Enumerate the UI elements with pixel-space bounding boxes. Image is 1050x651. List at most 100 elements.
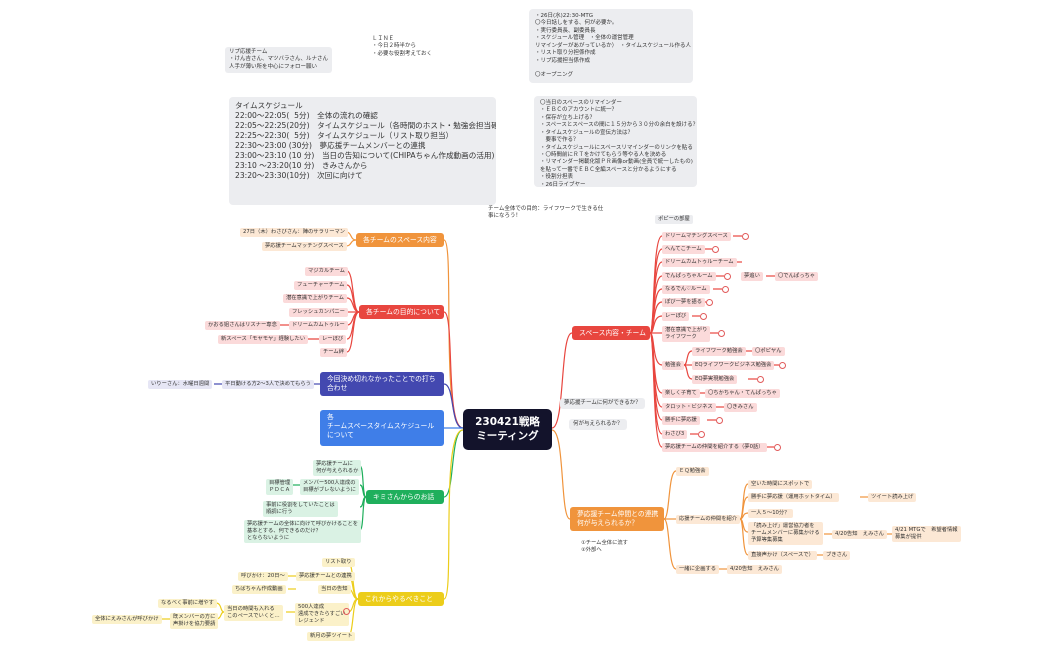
leaf-y-shokai[interactable]: 応援チームの仲間を紹介: [676, 515, 741, 524]
branch-yume[interactable]: 夢応援チーム仲間との連携 何が与えられるか？: [570, 507, 664, 531]
leaf-s-lepobi[interactable]: レーぽび: [662, 312, 690, 321]
leaf-t-yobikake[interactable]: 呼びかけ：20日～: [238, 572, 288, 581]
leaf-s-pobi[interactable]: ぽび一夢を語る: [662, 298, 706, 307]
leaf-y-tweet[interactable]: ツイート読み上げ: [868, 493, 917, 502]
leaf-s-naruden[interactable]: なるでん♡ルーム: [662, 285, 710, 294]
center-topic[interactable]: 230421戦略 ミーティング: [463, 409, 552, 450]
leaf-s-kosodate[interactable]: 楽しく子育て: [662, 389, 700, 398]
connector-unfinished: [443, 383, 464, 429]
note-mtg-plan: ・26日(水)22:30-MTG 〇今日話しをする、何が必要か。 ・実行委員長、…: [529, 9, 693, 83]
circle-marker-icon: [774, 444, 781, 451]
leaf-t-pace[interactable]: 当日の時間も入れる このペースでいくと…: [224, 605, 283, 621]
leaf-y-spot[interactable]: 空いた時間にスポットで: [748, 480, 813, 489]
leaf-s-tarot[interactable]: タロット・ビジネス: [662, 403, 716, 412]
leaf-t-chiba[interactable]: ちばちゃん作成動画: [232, 585, 286, 594]
circle-marker-icon: [706, 299, 713, 306]
circle-marker-icon: [718, 330, 725, 337]
connector-yume: [551, 429, 571, 520]
circle-marker-icon: [700, 313, 707, 320]
leaf-k-yume[interactable]: 夢応援チームに 何が与えられるか: [313, 460, 362, 476]
leaf-s-senzai[interactable]: 潜在意識で上がり ライフワーク: [662, 326, 711, 342]
leaf-s-dream-matching[interactable]: ドリームマチングスペース: [662, 232, 731, 241]
leaf-s-wasabi[interactable]: わさび3: [662, 430, 688, 439]
circle-marker-icon: [722, 286, 729, 293]
leaf-s-henteko[interactable]: へんてこチーム: [662, 245, 705, 254]
leaf-s-denpa[interactable]: でんぱっちゃルーム: [662, 272, 716, 281]
leaf-p-fresh[interactable]: フレッシュカンパニー: [289, 308, 348, 317]
leaf-y-direct[interactable]: 直接声かけ（スペースで）: [748, 551, 817, 560]
leaf-y-kikaku[interactable]: 一緒に企画する: [676, 565, 720, 574]
connector-todo: [443, 429, 464, 600]
leaf-p-magical[interactable]: マジカルチーム: [305, 267, 348, 276]
branch-todo[interactable]: これからやるべきこと: [358, 592, 444, 606]
leaf-s-popiyan[interactable]: 〇ポピヤん: [752, 347, 785, 356]
leaf-y-minutes[interactable]: 一人５～10分？: [748, 509, 793, 518]
leaf-s-eq-yume[interactable]: EQ夢実現勉強会: [692, 375, 738, 384]
leaf-y-mtg[interactable]: 4/21 MTGで 希望者情報 募集が提供: [892, 526, 961, 542]
leaf-s-shokai[interactable]: 夢応援チームの仲間を紹介する（夢0話）: [662, 443, 767, 452]
leaf-y-buki[interactable]: ブきさん: [823, 551, 851, 560]
note-reminder: 〇当日のスペースのリマインダー ・ＥＢＣのアカウントに統一？ ・保存が立ち上げる…: [534, 96, 697, 187]
leaf-k-role[interactable]: 事前に役割をしていたことは 順調に行う: [263, 501, 338, 517]
leaf-t-shingetsu[interactable]: 新月の夢ツイート: [307, 632, 356, 641]
leaf-t-kokuchi[interactable]: 当日の告知: [318, 585, 351, 594]
circle-marker-icon: [724, 273, 731, 280]
leaf-y-yomiage[interactable]: 「読み上げ」運営協力者を チームメンバーに募集かける 予算等集募集: [748, 522, 823, 545]
leaf-s-eq-business[interactable]: EQライフワークビジネス勉強会: [692, 361, 775, 370]
branch-space-content[interactable]: 各チームのスペース内容: [356, 233, 444, 247]
leaf-s-benkyo[interactable]: 勉強会: [662, 361, 684, 370]
leaf-p-senzai[interactable]: 潜在意識で上がりチーム: [283, 294, 348, 303]
leaf-k-pdca[interactable]: 目標管理 ＰＤＣＡ: [266, 479, 294, 495]
leaf-sc-matching[interactable]: 夢応援チームマッチングスペース: [262, 242, 347, 251]
leaf-y-kokuchi[interactable]: 4/20告知 えみさん: [832, 530, 887, 539]
leaf-y-flow[interactable]: ①チーム全体に流す ②外部へ: [578, 539, 631, 555]
circle-marker-icon: [712, 246, 719, 253]
leaf-u-iri[interactable]: いりーさん：水曜日週間: [148, 380, 213, 389]
note-team-purpose: チーム全体での目的：ライフワークで生きる仕 事になろう！: [488, 206, 604, 220]
branch-schedule[interactable]: 各 チームスペースタイムスケジュール について: [320, 410, 444, 446]
leaf-sc-wasabi[interactable]: 27日（木）わさびさん：陣のサラリーマン: [240, 228, 349, 237]
leaf-t-list[interactable]: リスト取り: [322, 558, 355, 567]
leaf-p-kizuna[interactable]: チーム絆: [320, 348, 348, 357]
circle-marker-icon: [779, 362, 786, 369]
leaf-u-weekday[interactable]: 平日動ける方2～3人で決めてもらう: [222, 380, 314, 389]
leaf-s-lifework[interactable]: ライフワーク勉強会: [692, 347, 746, 356]
leaf-s-poppy[interactable]: ポピーの部屋: [655, 215, 693, 224]
leaf-p-moyamoya[interactable]: 新スペース「モヤモヤ」経験したい: [218, 335, 309, 344]
branch-purpose[interactable]: 各チームの目的について: [359, 305, 444, 319]
leaf-y-katte[interactable]: 勝手に夢応援（運用ホットタイム）: [748, 493, 839, 502]
leaf-k-whole[interactable]: 夢応援チームの全体に向けて呼びかけることを 基本とする、何できるのだけ？ となら…: [244, 520, 362, 543]
connector-space-content: [443, 239, 464, 429]
leaf-k-500[interactable]: メンバー500人達成の 目標がブレないように: [300, 479, 359, 495]
circle-marker-icon: [757, 376, 764, 383]
leaf-t-500[interactable]: 500人達成 遠成できたらすごい レジェンド: [295, 603, 349, 626]
note-yume-q2: 何が与えられるか？: [569, 419, 627, 431]
leaf-p-dream[interactable]: ドリームカムトゥルー: [289, 321, 348, 330]
connector-kimi: [443, 429, 464, 498]
leaf-s-chika[interactable]: 〇ちかちゃん・てんぱっちゃ: [705, 389, 780, 398]
leaf-t-renkei[interactable]: 夢応援チームとの連携: [296, 572, 355, 581]
branch-kimi[interactable]: キミさんからのお話: [366, 490, 444, 504]
note-lip-team: リプ応援チーム ・けん吉さん、マツバラさん、ルナさん 人手が薄い所を中心にフォロ…: [225, 47, 333, 74]
branch-unfinished[interactable]: 今回決め切れなかったことでの打ち 合わせ: [320, 372, 444, 396]
leaf-y-eq[interactable]: ＥＱ勉強会: [676, 467, 709, 476]
circle-marker-icon: [343, 608, 350, 615]
leaf-p-lepobi[interactable]: レーぼび: [319, 335, 347, 344]
leaf-t-kyoryoku[interactable]: 既メンバーの方に 声掛けを協力要請: [170, 613, 219, 629]
branch-space-team[interactable]: スペース内容・チーム: [572, 326, 650, 340]
note-yume-q1: 夢応援チームに何ができるか？: [560, 398, 645, 410]
leaf-t-emi[interactable]: 全体にえみさんが呼びかけ: [92, 615, 162, 624]
note-line: ＬＩＮＥ ・今日２時半から ・必要な役割考えておく: [372, 36, 433, 57]
leaf-s-dreamcome[interactable]: ドリームカムトゥルーチーム: [662, 258, 737, 267]
leaf-p-kaoru[interactable]: かおる姐さんはリスナー専念: [205, 321, 280, 330]
leaf-s-katte[interactable]: 勝手に夢応援: [662, 416, 700, 425]
leaf-p-future[interactable]: フューチャーチーム: [294, 281, 348, 290]
leaf-y-kikaku-emi[interactable]: 4/20告知 えみさん: [727, 565, 782, 574]
connector-space-team: [551, 332, 573, 429]
connector-purpose: [443, 311, 464, 429]
leaf-s-kimi[interactable]: 〇きみさん: [724, 403, 757, 412]
leaf-t-increase[interactable]: なるべく事前に増やす: [158, 599, 217, 608]
leaf-s-yumeoi[interactable]: 夢追い: [741, 272, 763, 281]
leaf-s-denpa2[interactable]: 〇でんぱっちゃ: [775, 272, 819, 281]
